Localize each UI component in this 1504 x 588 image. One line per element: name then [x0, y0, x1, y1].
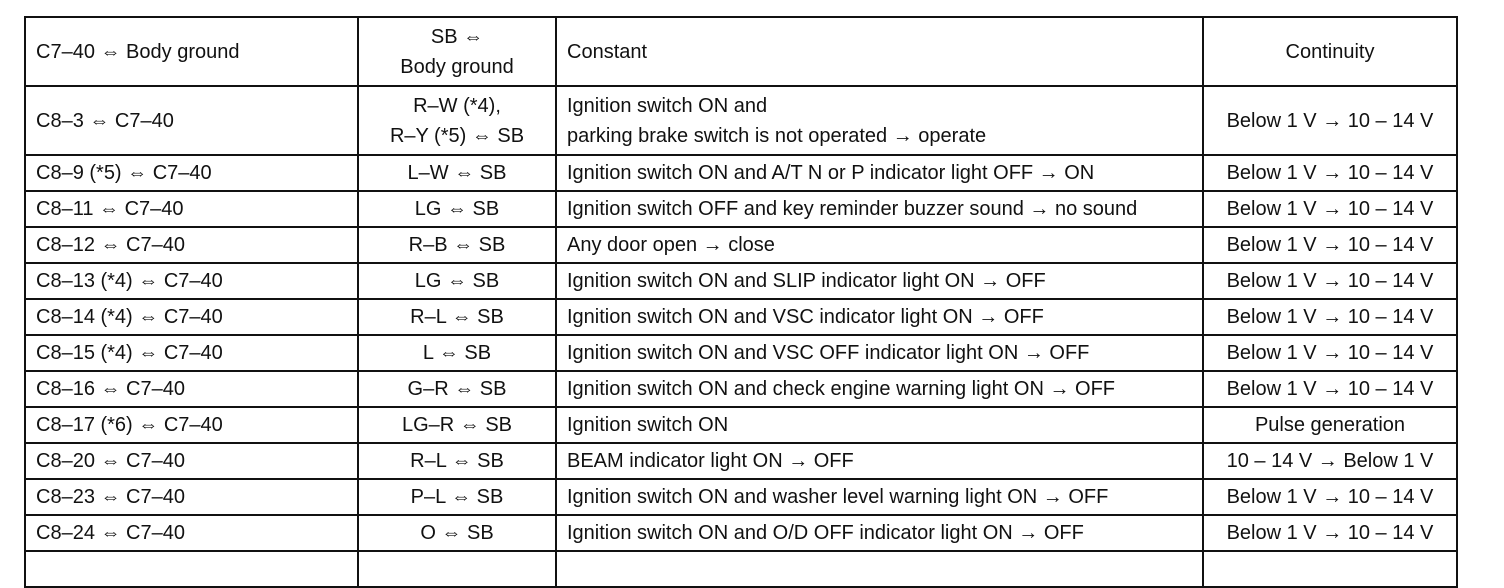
table-row: C8–20 ⇔ C7–40 R–L ⇔ SB BEAM indicator li…	[24, 442, 1458, 480]
specified-condition-cell: Below 1 V → 10 – 14 V	[1202, 262, 1458, 300]
wiring-color-cell: L ⇔ SB	[357, 334, 557, 372]
specified-condition-cell: Continuity	[1202, 16, 1458, 87]
table-row: C8–12 ⇔ C7–40 R–B ⇔ SB Any door open → c…	[24, 226, 1458, 264]
table-row	[24, 550, 1458, 588]
specified-condition-cell	[1202, 550, 1458, 588]
wiring-color-cell: SB ⇔ Body ground	[357, 16, 557, 87]
table-row: C8–17 (*6) ⇔ C7–40 LG–R ⇔ SB Ignition sw…	[24, 406, 1458, 444]
terminal-cell: C8–12 ⇔ C7–40	[24, 226, 359, 264]
condition-cell: Ignition switch ON and A/T N or P indica…	[555, 154, 1204, 192]
condition-cell: BEAM indicator light ON → OFF	[555, 442, 1204, 480]
table-row: C8–9 (*5) ⇔ C7–40 L–W ⇔ SB Ignition swit…	[24, 154, 1458, 192]
condition-cell: Ignition switch ON and O/D OFF indicator…	[555, 514, 1204, 552]
wiring-color-cell: LG ⇔ SB	[357, 262, 557, 300]
terminal-cell: C8–24 ⇔ C7–40	[24, 514, 359, 552]
specified-condition-cell: Below 1 V → 10 – 14 V	[1202, 298, 1458, 336]
terminal-inspection-table: C7–40 ⇔ Body ground SB ⇔ Body ground Con…	[24, 16, 1458, 588]
condition-cell: Constant	[555, 16, 1204, 87]
wiring-line: R–W (*4),	[413, 94, 501, 117]
condition-cell: Ignition switch ON and washer level warn…	[555, 478, 1204, 516]
terminal-cell: C8–14 (*4) ⇔ C7–40	[24, 298, 359, 336]
wiring-color-cell: L–W ⇔ SB	[357, 154, 557, 192]
specified-condition-cell: Below 1 V → 10 – 14 V	[1202, 514, 1458, 552]
table-row: C8–15 (*4) ⇔ C7–40 L ⇔ SB Ignition switc…	[24, 334, 1458, 372]
terminal-cell	[24, 550, 359, 588]
wiring-line: Body ground	[400, 55, 514, 78]
terminal-cell: C8–15 (*4) ⇔ C7–40	[24, 334, 359, 372]
terminal-cell: C8–17 (*6) ⇔ C7–40	[24, 406, 359, 444]
table-row: C8–11 ⇔ C7–40 LG ⇔ SB Ignition switch OF…	[24, 190, 1458, 228]
specified-condition-cell: Below 1 V → 10 – 14 V	[1202, 226, 1458, 264]
condition-cell	[555, 550, 1204, 588]
specified-condition-cell: Below 1 V → 10 – 14 V	[1202, 370, 1458, 408]
wiring-color-cell: R–L ⇔ SB	[357, 298, 557, 336]
condition-line: parking brake switch is not operated → o…	[567, 124, 987, 147]
condition-cell: Ignition switch ON and parking brake swi…	[555, 85, 1204, 156]
wiring-color-cell: R–B ⇔ SB	[357, 226, 557, 264]
condition-cell: Ignition switch ON	[555, 406, 1204, 444]
wiring-line: R–Y (*5) ⇔ SB	[389, 124, 525, 147]
condition-cell: Ignition switch ON and VSC indicator lig…	[555, 298, 1204, 336]
wiring-color-cell: R–L ⇔ SB	[357, 442, 557, 480]
specified-condition-cell: 10 – 14 V → Below 1 V	[1202, 442, 1458, 480]
terminal-cell: C8–16 ⇔ C7–40	[24, 370, 359, 408]
table-row: C7–40 ⇔ Body ground SB ⇔ Body ground Con…	[24, 16, 1458, 87]
condition-cell: Any door open → close	[555, 226, 1204, 264]
table-row: C8–23 ⇔ C7–40 P–L ⇔ SB Ignition switch O…	[24, 478, 1458, 516]
terminal-cell: C8–23 ⇔ C7–40	[24, 478, 359, 516]
condition-line: Ignition switch ON and	[567, 94, 768, 117]
table-row: C8–3 ⇔ C7–40 R–W (*4), R–Y (*5) ⇔ SB Ign…	[24, 85, 1458, 156]
terminal-cell: C8–20 ⇔ C7–40	[24, 442, 359, 480]
specified-condition-cell: Below 1 V → 10 – 14 V	[1202, 478, 1458, 516]
wiring-line: SB ⇔	[430, 25, 484, 48]
table-row: C8–24 ⇔ C7–40 O ⇔ SB Ignition switch ON …	[24, 514, 1458, 552]
wiring-color-cell: R–W (*4), R–Y (*5) ⇔ SB	[357, 85, 557, 156]
specified-condition-cell: Below 1 V → 10 – 14 V	[1202, 334, 1458, 372]
terminal-cell: C7–40 ⇔ Body ground	[24, 16, 359, 87]
condition-cell: Ignition switch ON and VSC OFF indicator…	[555, 334, 1204, 372]
specified-condition-cell: Below 1 V → 10 – 14 V	[1202, 85, 1458, 156]
table-row: C8–13 (*4) ⇔ C7–40 LG ⇔ SB Ignition swit…	[24, 262, 1458, 300]
specified-condition-cell: Pulse generation	[1202, 406, 1458, 444]
wiring-color-cell: LG–R ⇔ SB	[357, 406, 557, 444]
terminal-cell: C8–3 ⇔ C7–40	[24, 85, 359, 156]
wiring-color-cell: P–L ⇔ SB	[357, 478, 557, 516]
specified-condition-cell: Below 1 V → 10 – 14 V	[1202, 154, 1458, 192]
wiring-color-cell: O ⇔ SB	[357, 514, 557, 552]
table-row: C8–16 ⇔ C7–40 G–R ⇔ SB Ignition switch O…	[24, 370, 1458, 408]
condition-cell: Ignition switch OFF and key reminder buz…	[555, 190, 1204, 228]
wiring-color-cell	[357, 550, 557, 588]
wiring-color-cell: LG ⇔ SB	[357, 190, 557, 228]
terminal-cell: C8–9 (*5) ⇔ C7–40	[24, 154, 359, 192]
condition-cell: Ignition switch ON and SLIP indicator li…	[555, 262, 1204, 300]
terminal-cell: C8–11 ⇔ C7–40	[24, 190, 359, 228]
table-row: C8–14 (*4) ⇔ C7–40 R–L ⇔ SB Ignition swi…	[24, 298, 1458, 336]
terminal-cell: C8–13 (*4) ⇔ C7–40	[24, 262, 359, 300]
specified-condition-cell: Below 1 V → 10 – 14 V	[1202, 190, 1458, 228]
wiring-color-cell: G–R ⇔ SB	[357, 370, 557, 408]
condition-cell: Ignition switch ON and check engine warn…	[555, 370, 1204, 408]
